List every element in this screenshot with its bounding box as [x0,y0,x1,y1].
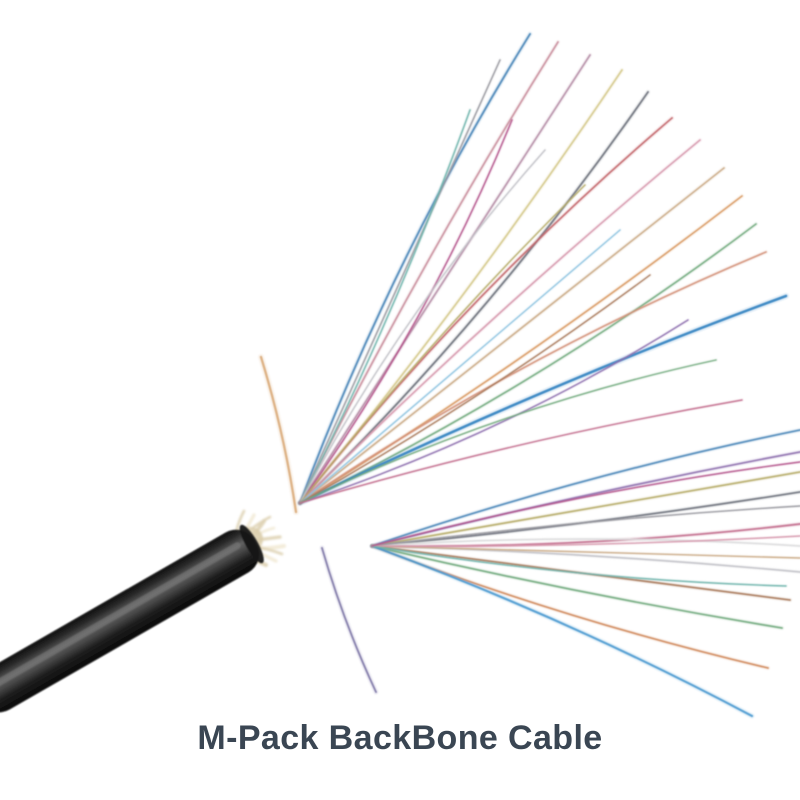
fiber-strand-magenta [299,119,513,504]
cable-outer-jacket [0,524,264,713]
cable-jacket-body [0,524,264,713]
fiber-strand-tan [299,167,725,504]
fiber-strand-green-2 [299,359,717,504]
fiber-strand-green [371,545,783,629]
fiber-strand-light-gray [299,149,546,504]
fiber-strand-mauve [299,54,591,504]
fiber-strand-blue [371,429,800,547]
fiber-strand-brown [299,274,651,504]
fiber-strand-magenta-2 [371,461,800,547]
fiber-strand-teal [299,109,471,504]
fiber-strand-salmon [299,251,767,504]
fiber-strand-pink [371,535,800,547]
fiber-strand-group-upper [296,31,790,507]
fiber-strand-orange-stray-up [259,355,298,514]
fiber-strand-gray [371,505,800,547]
fiber-strand-rose-2 [299,399,743,504]
fiber-strand-purple [299,319,689,504]
fiber-strand-light-blue [299,229,621,504]
fiber-strand-halo-violet-stray-down [319,545,379,695]
fiber-strand-halo-orange-stray-up [257,353,300,516]
fiber-strand-violet-stray-down [321,547,377,693]
fiber-strand-white [371,538,800,547]
fiber-strand-teal [371,545,787,587]
fiber-strand-pink [299,139,701,504]
fiber-strand-gray [299,59,501,504]
fiber-strand-group-stray [257,353,379,695]
cable-jacket-highlight [0,542,241,693]
fiber-strand-group-lower [369,427,800,719]
fiber-strand-blue [299,33,531,504]
fiber-strand-olive [371,471,800,547]
fiber-strand-olive [299,184,586,504]
fiber-strand-blue-2 [370,544,754,718]
cable-jacket-cut-face [239,524,264,564]
